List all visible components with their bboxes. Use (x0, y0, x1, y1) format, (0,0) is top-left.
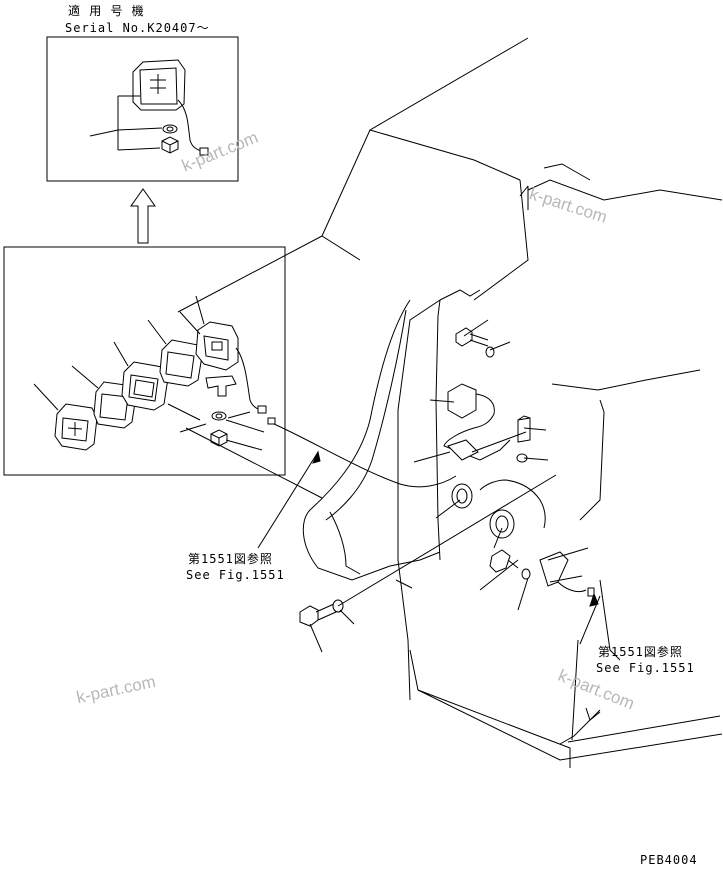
ref-1-en: See Fig.1551 (186, 568, 285, 582)
lamp-lens (54, 403, 98, 451)
lamp-body (195, 321, 276, 425)
detail-leaders (33, 295, 265, 451)
lamp-rim (121, 361, 169, 411)
inset-title-jp: 適 用 号 機 (68, 4, 145, 18)
harness-wire (443, 427, 511, 461)
horn-right (489, 509, 515, 539)
connector-clip (539, 551, 595, 597)
connection-lines (177, 235, 457, 499)
inset-box (46, 36, 239, 182)
drawing-code: PEB4004 (640, 853, 698, 867)
ref-2-jp: 第1551図参照 (598, 645, 683, 659)
fender-bolt (299, 599, 344, 627)
horn-left (451, 483, 473, 509)
lamp-gasket (159, 339, 203, 387)
top-bolt (455, 327, 495, 358)
up-arrow (130, 188, 156, 244)
machine-leaders (309, 319, 601, 741)
lamp-bracket (205, 375, 237, 397)
mid-bracket-bolt (516, 415, 531, 463)
bracket-plate (447, 439, 479, 461)
harness-wire-lower (479, 479, 546, 529)
detail-box (3, 246, 286, 476)
ref-2-arrow (589, 592, 599, 607)
inset-nut (161, 136, 179, 154)
lower-bolt (489, 549, 531, 580)
inset-leader (89, 95, 163, 151)
ref-1-jp: 第1551図参照 (188, 552, 273, 566)
machine-body (302, 37, 723, 768)
inset-work-lamp (132, 59, 209, 156)
inset-washer (162, 124, 178, 134)
ref-1-leader (257, 451, 319, 549)
side-lamp (447, 383, 495, 429)
detail-nut (210, 429, 228, 447)
ref-1-arrow (312, 450, 321, 464)
ref-2-en: See Fig.1551 (596, 661, 695, 675)
detail-washer (211, 411, 227, 421)
inset-serial: Serial No.K20407～ (65, 21, 210, 35)
